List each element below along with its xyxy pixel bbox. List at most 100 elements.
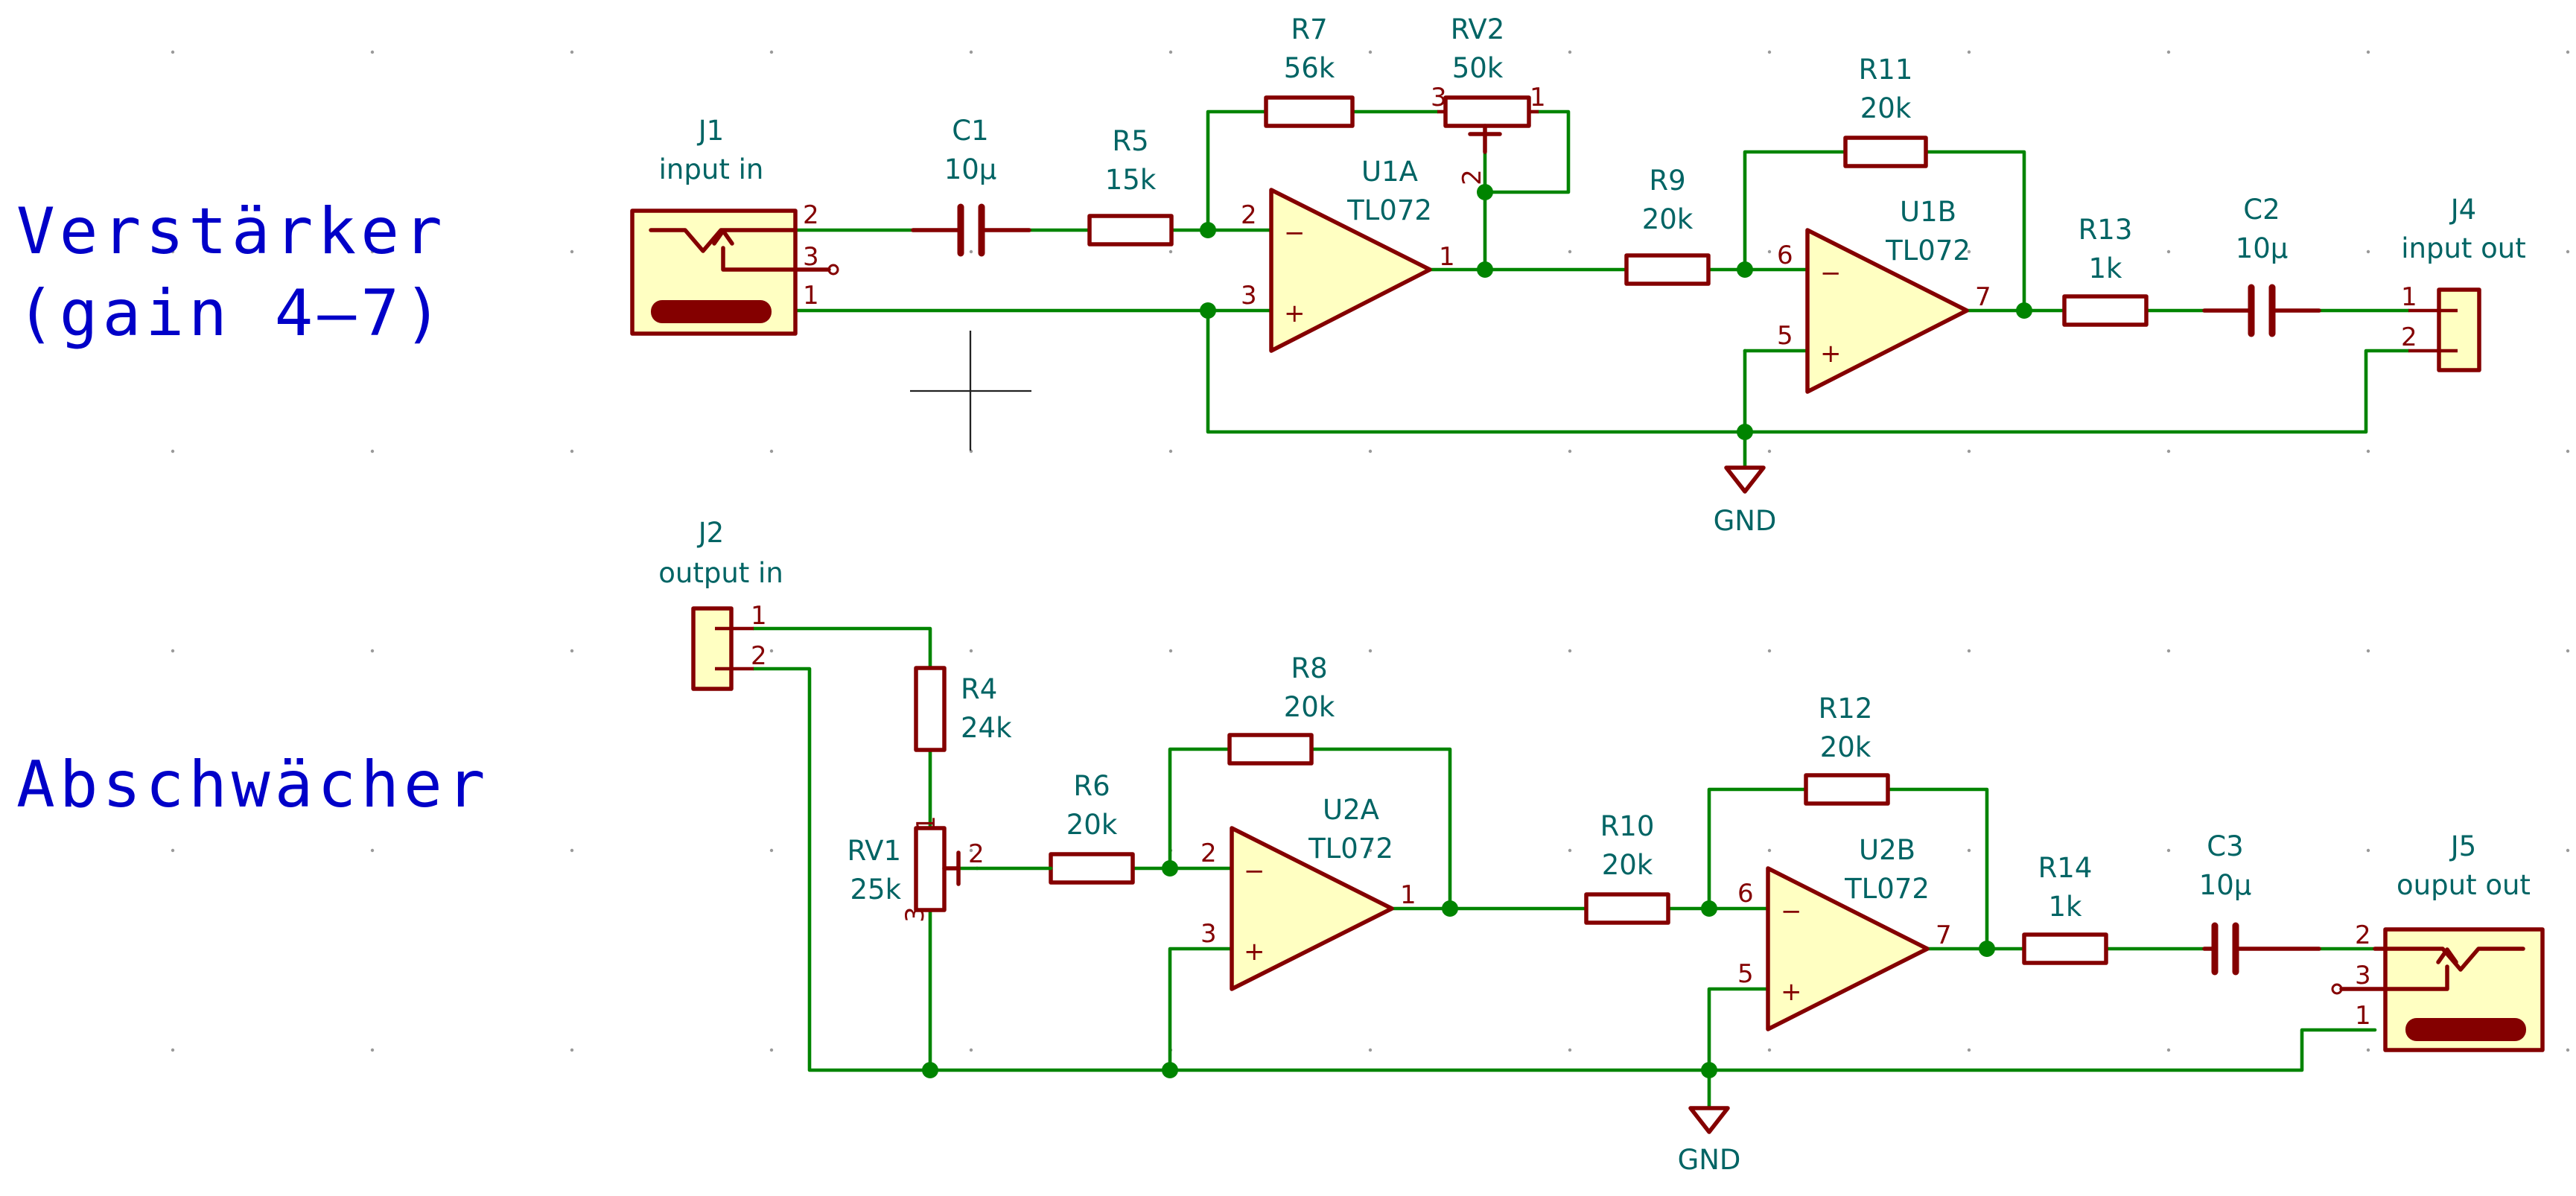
r12-ref: R12	[1819, 693, 1873, 725]
u2a-pin-1: 1	[1400, 880, 1416, 910]
j4-ref: J4	[2449, 194, 2476, 226]
grid-dot	[1967, 449, 1971, 454]
connector-j4[interactable]: 1 2 J4 input out	[2401, 194, 2526, 372]
c3-value: 10µ	[2199, 869, 2252, 901]
grid-dot	[2166, 1048, 2171, 1052]
grid-dot	[1168, 50, 1173, 54]
u2b-pin-5: 5	[1737, 959, 1754, 989]
u2a-value: TL072	[1308, 833, 1393, 865]
c3-ref: C3	[2207, 830, 2243, 862]
r13-value: 1k	[2089, 252, 2123, 284]
c2-ref: C2	[2243, 194, 2280, 226]
r4-value: 24k	[961, 712, 1012, 744]
opamp-u2b[interactable]: − + 6 5 7 U2B TL072	[1737, 834, 1952, 1031]
r10-value: 20k	[1602, 849, 1653, 881]
grid-dot	[1967, 649, 1971, 653]
potentiometer-rv1[interactable]: 1 2 3 RV1 25k	[847, 815, 984, 923]
u2a-pin-3: 3	[1200, 919, 1217, 949]
capacitor-c3[interactable]: C3 10µ	[2199, 830, 2321, 976]
u1b-minus: −	[1820, 258, 1842, 288]
j4-value: input out	[2401, 232, 2526, 264]
resistor-r13[interactable]: R13 1k	[2062, 214, 2149, 327]
resistor-r6[interactable]: R6 20k	[1049, 770, 1135, 885]
r7-value: 56k	[1284, 52, 1335, 84]
section-title-amplifier: Verstärker	[16, 194, 447, 269]
opamp-u2a[interactable]: − + 2 3 1 U2A TL072	[1200, 794, 1416, 991]
j2-ref: J2	[697, 517, 724, 549]
grid-dot	[769, 649, 774, 653]
r9-ref: R9	[1649, 165, 1685, 197]
resistor-r11[interactable]: R11 20k	[1843, 54, 1928, 168]
j5-pin-3: 3	[2355, 961, 2371, 990]
grid-dot	[969, 50, 973, 54]
grid-dot	[2566, 50, 2570, 54]
rv2-value: 50k	[1452, 52, 1504, 84]
resistor-r10[interactable]: R10 20k	[1584, 810, 1670, 925]
r5-value: 15k	[1105, 164, 1157, 196]
capacitor-c1[interactable]: C1 10µ	[911, 115, 1031, 257]
grid-dot	[2166, 249, 2171, 254]
r13-ref: R13	[2079, 214, 2133, 246]
grid-dot	[1767, 848, 1772, 853]
potentiometer-rv2[interactable]: 3 1 2 RV2 50k	[1431, 13, 1546, 185]
grid-dot	[2166, 649, 2171, 653]
opamp-u1a[interactable]: − + 2 3 1 U1A TL072	[1241, 156, 1455, 353]
j2-pin-2: 2	[751, 641, 767, 671]
u2a-minus: −	[1244, 856, 1265, 886]
grid-dot	[2366, 649, 2370, 653]
grid-dot	[171, 848, 175, 853]
j4-pin-1: 1	[2401, 282, 2417, 312]
grid-dot	[171, 1048, 175, 1052]
grid-dot	[1568, 249, 1572, 254]
grid-dot	[171, 449, 175, 454]
u1b-value: TL072	[1885, 235, 1971, 267]
grid-dot	[171, 649, 175, 653]
grid-dot	[1568, 449, 1572, 454]
u1a-pin-1: 1	[1439, 242, 1455, 272]
jack-j5[interactable]: 2 3 1 J5 ouput out	[2331, 830, 2545, 1052]
resistor-r5[interactable]: R5 15k	[1087, 125, 1174, 246]
j5-pin-1: 1	[2355, 1001, 2371, 1031]
resistor-r14[interactable]: R14 1k	[2022, 852, 2108, 965]
j1-pin-2: 2	[803, 200, 819, 230]
ground-symbol-bottom: GND	[1678, 1106, 1741, 1176]
r6-value: 20k	[1066, 809, 1118, 841]
grid-dot	[1967, 1048, 1971, 1052]
resistor-r12[interactable]: R12 20k	[1804, 693, 1890, 806]
grid-dot	[570, 1048, 574, 1052]
grid-dot	[2366, 848, 2370, 853]
resistor-r9[interactable]: R9 20k	[1624, 165, 1711, 286]
capacitor-c2[interactable]: C2 10µ	[2202, 194, 2321, 337]
grid-dot	[570, 449, 574, 454]
wires-amplifier	[793, 109, 2411, 470]
u2b-pin-7: 7	[1936, 920, 1952, 950]
r14-value: 1k	[2049, 891, 2083, 923]
grid-dot	[2566, 649, 2570, 653]
grid-dot	[2166, 449, 2171, 454]
u1a-minus: −	[1284, 218, 1306, 248]
c2-value: 10µ	[2236, 232, 2289, 264]
j1-pin-3: 3	[803, 242, 819, 272]
resistor-r7[interactable]: R7 56k	[1264, 13, 1355, 128]
gnd-bottom-label: GND	[1678, 1144, 1741, 1176]
resistor-r4[interactable]: R4 24k	[914, 666, 1012, 752]
grid-dot	[570, 50, 574, 54]
grid-dot	[1767, 50, 1772, 54]
grid-dot	[570, 848, 574, 853]
grid-dot	[2166, 50, 2171, 54]
grid-dot	[171, 50, 175, 54]
jack-j1[interactable]: 2 3 1 J1 input in	[630, 115, 839, 336]
ground-symbol-top: GND	[1714, 465, 1776, 537]
rv1-pin-2: 2	[968, 839, 985, 869]
grid-dot	[1568, 848, 1572, 853]
grid-dot	[1168, 249, 1173, 254]
resistor-r8[interactable]: R8 20k	[1227, 652, 1335, 766]
grid-dot	[969, 249, 973, 254]
grid-dot	[2366, 449, 2370, 454]
opamp-u1b[interactable]: − + 6 5 7 U1B TL072	[1777, 196, 1991, 394]
r4-ref: R4	[961, 673, 997, 705]
connector-j2[interactable]: 1 2 J2 output in	[658, 517, 783, 691]
grid-dot	[370, 449, 375, 454]
j1-ref: J1	[697, 115, 724, 147]
grid-dot	[1568, 50, 1572, 54]
